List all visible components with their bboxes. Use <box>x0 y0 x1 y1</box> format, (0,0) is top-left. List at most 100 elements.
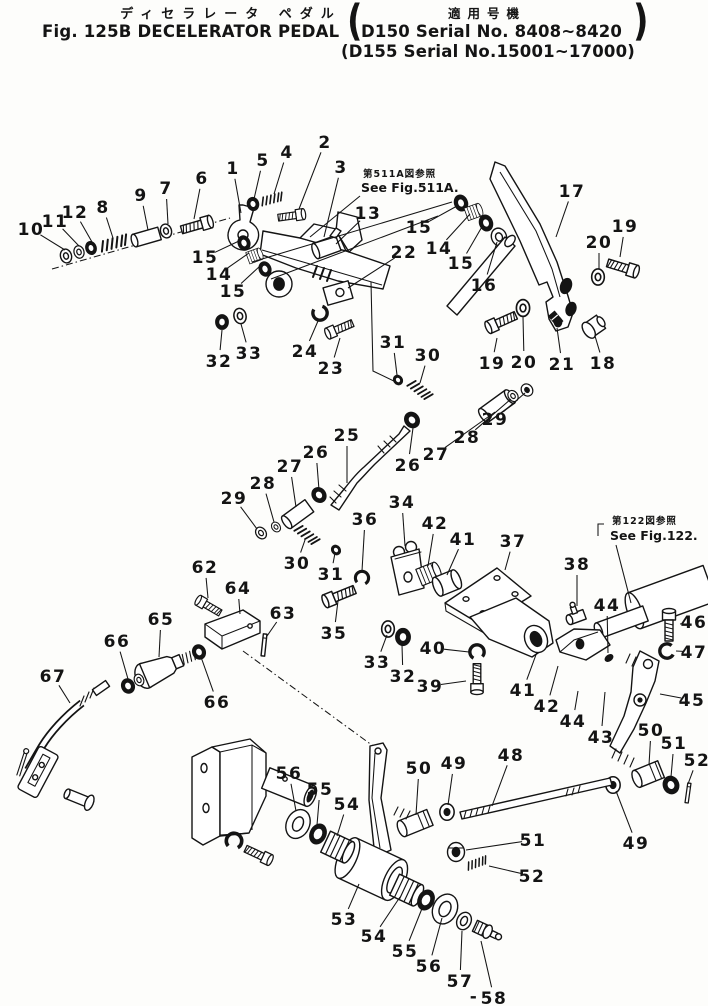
callout-leader <box>193 188 201 220</box>
reference-notes: 第511A図参照 See Fig.511A. 第122図参照 See Fig.1… <box>361 168 698 543</box>
callout-label: 15 <box>448 254 475 274</box>
callout-label: 67 <box>40 667 67 687</box>
callout-label: 14 <box>206 265 233 285</box>
callout-leader <box>380 634 388 652</box>
callout-label: 63 <box>270 604 297 624</box>
callout-leader <box>415 778 419 816</box>
callout-leader <box>240 265 261 284</box>
callout-label: 15 <box>192 248 219 268</box>
callout-label: 40 <box>420 639 447 659</box>
callout-label: 52 <box>519 867 546 887</box>
callout-label: 26 <box>395 456 422 476</box>
callout-label: 36 <box>352 510 379 530</box>
callout-leader <box>594 335 601 353</box>
callout-label: 20 <box>586 233 613 253</box>
callout-label: 65 <box>148 610 175 630</box>
callout-label: 20 <box>511 353 538 373</box>
callout-label: 17 <box>559 182 586 202</box>
callout-leader <box>142 205 149 231</box>
serial-range-d150: D150 Serial No. 8408~8420 <box>361 22 623 41</box>
callout-leader <box>408 905 424 941</box>
callout-label: 49 <box>441 754 468 774</box>
callout-leader <box>504 551 511 571</box>
callout-label: 48 <box>498 746 525 766</box>
callout-label: 47 <box>681 643 708 663</box>
figure-title: Fig. 125B DECELERATOR PEDAL <box>42 22 340 41</box>
callout-label: 2 <box>318 133 331 153</box>
callout-label: 44 <box>560 712 587 732</box>
callout-leader <box>379 896 401 928</box>
ref-note-511a-en: See Fig.511A. <box>361 180 459 195</box>
callout-label: 7 <box>159 179 172 199</box>
callout-leader <box>465 841 523 851</box>
callout-leader <box>446 548 459 576</box>
callout-leader <box>480 940 493 988</box>
note-leader <box>615 544 632 604</box>
callout-label: 11 <box>42 212 69 232</box>
callout-leader <box>488 865 522 875</box>
callout-leader <box>316 462 320 491</box>
callout-label: 9 <box>134 186 147 206</box>
callout-leader <box>648 740 651 766</box>
callout-leader <box>401 644 404 666</box>
callout-label: 51 <box>661 734 688 754</box>
callout-leader <box>555 201 569 238</box>
callout-label: 15 <box>220 282 247 302</box>
ref-note-122-jp: 第122図参照 <box>612 515 677 527</box>
callout-leader <box>601 691 606 727</box>
callout-leader <box>298 152 322 210</box>
callout-leader <box>459 930 463 971</box>
callout-label: 26 <box>303 443 330 463</box>
callout-label: 56 <box>416 957 443 977</box>
callout-leader <box>58 685 71 704</box>
callout-label: 33 <box>364 653 391 673</box>
callout-label: 18 <box>590 354 617 374</box>
callout-label: 50 <box>406 759 433 779</box>
callout-label: 64 <box>225 579 252 599</box>
callout-leader <box>549 665 559 696</box>
callout-label: 54 <box>361 927 388 947</box>
callout-label: 50 <box>638 721 665 741</box>
callout-label: 21 <box>549 355 576 375</box>
callout-leader <box>443 648 470 653</box>
callout-leader <box>323 177 339 238</box>
callout-label: 41 <box>450 530 477 550</box>
callout-leader <box>431 917 443 956</box>
callout-label: 31 <box>380 333 407 353</box>
callout-label: 23 <box>318 359 345 379</box>
callout-leader <box>265 493 275 523</box>
callout-leader <box>408 427 414 455</box>
callout-leader <box>619 236 624 258</box>
callout-leader <box>444 411 496 449</box>
callout-label: 28 <box>454 428 481 448</box>
callout-label: 13 <box>355 204 382 224</box>
callout-label: 30 <box>284 554 311 574</box>
callout-leader <box>290 783 297 812</box>
callout-label: 12 <box>62 203 89 223</box>
callout-label: 38 <box>564 555 591 575</box>
callout-leader <box>687 770 694 785</box>
callout-leader <box>79 221 93 243</box>
callout-leader <box>40 234 66 251</box>
callout-label: 43 <box>588 728 615 748</box>
callout-leader <box>227 252 250 269</box>
callout-leader <box>335 220 361 245</box>
callout-label: 37 <box>500 532 527 552</box>
callout-label: 8 <box>96 198 109 218</box>
callout-leader <box>238 598 241 615</box>
callout-leader <box>402 512 406 547</box>
callout-label: 3 <box>334 158 347 178</box>
callout-leader <box>205 577 209 599</box>
callout-leader <box>440 680 467 686</box>
callout-label: 28 <box>250 474 277 494</box>
callout-leader <box>493 337 498 353</box>
callout-label: 6 <box>195 169 208 189</box>
callout-leader <box>491 765 508 807</box>
callout-leader <box>556 327 562 354</box>
callout-leader <box>419 365 426 384</box>
callout-leader <box>266 621 278 637</box>
callout-label: 57 <box>447 972 474 992</box>
